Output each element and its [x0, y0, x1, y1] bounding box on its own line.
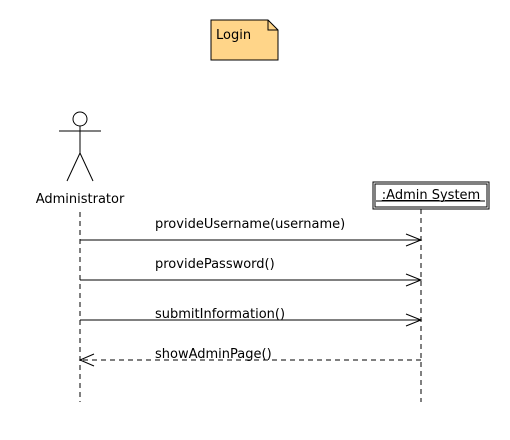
- message-4-arrowhead: [78, 353, 95, 367]
- message-3-label: submitInformation(): [155, 307, 285, 322]
- participant-name: :Admin System: [382, 188, 480, 203]
- message-1-label: provideUsername(username): [155, 217, 345, 232]
- actor-administrator: Administrator: [36, 111, 125, 207]
- message-2-label: providePassword(): [155, 257, 275, 272]
- message-1-arrowhead: [405, 233, 423, 247]
- note-fold: [267, 20, 278, 31]
- message-4-label: showAdminPage(): [155, 347, 272, 362]
- actor-name: Administrator: [36, 192, 125, 207]
- message-3: submitInformation(): [80, 307, 423, 327]
- message-4-return: showAdminPage(): [78, 347, 421, 367]
- participant-admin-system: :Admin System: [372, 181, 490, 210]
- message-2: providePassword(): [80, 257, 423, 287]
- actor-right-leg: [79, 152, 94, 182]
- participant-box-inner: [374, 183, 488, 208]
- login-note: Login: [210, 19, 279, 61]
- message-1: provideUsername(username): [80, 217, 423, 247]
- participant-box: [372, 181, 490, 210]
- note-text: Login: [216, 28, 251, 43]
- message-3-arrowhead: [405, 313, 423, 327]
- message-2-arrowhead: [405, 273, 423, 287]
- actor-head: [72, 111, 88, 127]
- note-shape: [210, 19, 279, 61]
- actor-left-leg: [66, 152, 81, 182]
